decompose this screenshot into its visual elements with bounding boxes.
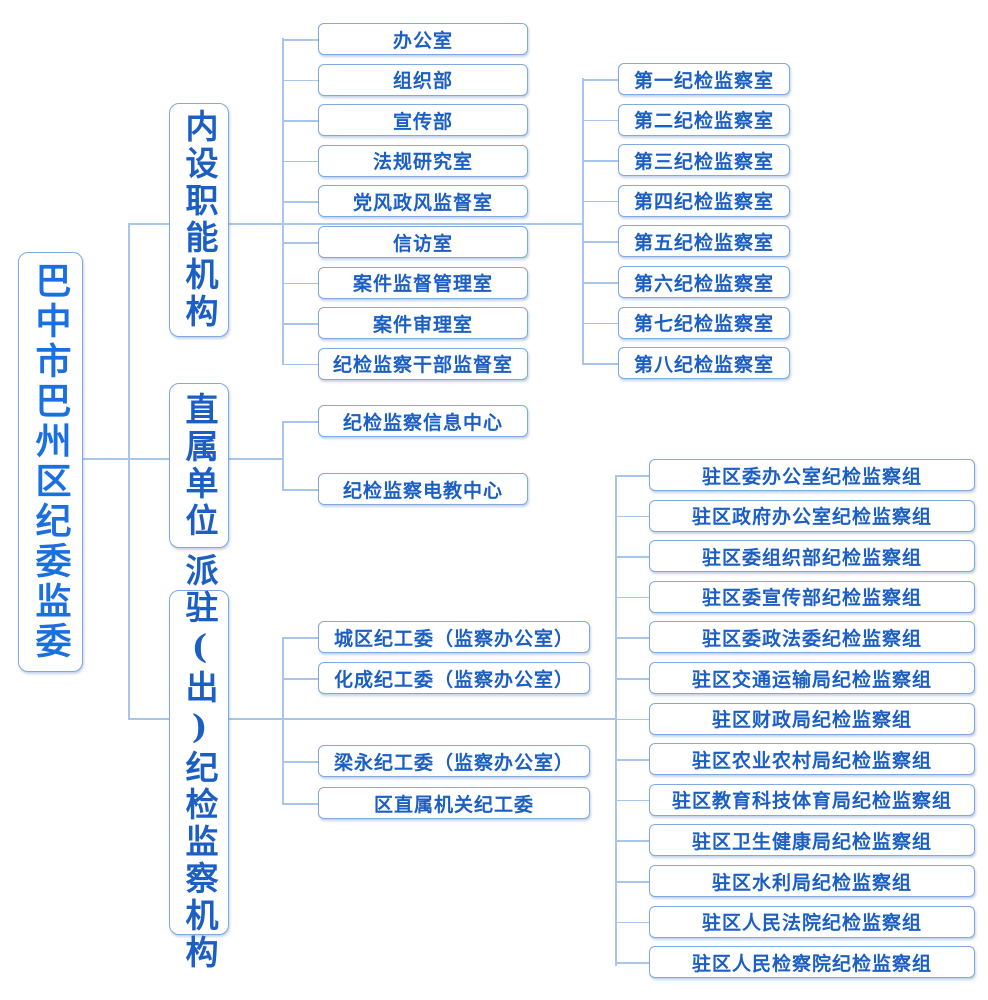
connector-line: [582, 119, 618, 122]
stationed-group-node: 驻区委政法委纪检监察组: [649, 621, 975, 654]
branch-internal: 内设职能机构: [169, 103, 229, 337]
inspection-office-node: 第四纪检监察室: [618, 184, 790, 217]
dept-node: 纪检监察干部监督室: [318, 347, 528, 380]
connector-line: [128, 223, 169, 225]
stationed-group-node: 驻区财政局纪检监察组: [649, 702, 975, 735]
connector-line: [582, 200, 618, 203]
connector-line: [615, 596, 649, 599]
branch-direct: 直属单位: [169, 383, 229, 548]
connector-line: [582, 241, 618, 243]
inspection-office-node: 第八纪检监察室: [618, 347, 790, 380]
connector-line: [282, 637, 318, 639]
stationed-group-node: 驻区委办公室纪检监察组: [649, 459, 975, 491]
stationed-group-node: 驻区农业农村局纪检监察组: [649, 743, 975, 776]
stationed-group-node: 驻区卫生健康局纪检监察组: [649, 824, 975, 857]
connector-line: [615, 799, 649, 802]
connector-line: [615, 556, 649, 558]
connector-line: [615, 637, 649, 639]
branch-dispatched: 派驻(出)纪检监察机构: [169, 553, 229, 972]
inspection-office-node: 第五纪检监察室: [618, 225, 790, 258]
inspection-office-node: 第一纪检监察室: [618, 63, 790, 95]
dept-node: 办公室: [318, 23, 528, 55]
stationed-group-node: 驻区水利局纪检监察组: [649, 865, 975, 897]
connector-line: [83, 458, 169, 460]
connector-line: [282, 282, 318, 285]
connector-line: [282, 323, 318, 325]
connector-line: [582, 322, 618, 325]
connector-line: [229, 458, 282, 460]
dept-node: 案件监督管理室: [318, 266, 528, 299]
stationed-group-node: 驻区委宣传部纪检监察组: [649, 580, 975, 613]
connector-line: [282, 242, 318, 244]
dept-node: 宣传部: [318, 104, 528, 137]
connector-line: [282, 201, 318, 203]
connector-line: [615, 840, 649, 842]
connector-line: [229, 223, 582, 225]
connector-line: [282, 120, 318, 122]
root-node: 巴中市巴州区纪委监委: [18, 252, 83, 672]
stationed-group-node: 驻区委组织部纪检监察组: [649, 540, 975, 573]
connector-line: [615, 881, 649, 883]
connector-line: [582, 282, 618, 284]
connector-line: [615, 759, 649, 761]
connector-line: [282, 637, 284, 804]
connector-line: [582, 160, 618, 162]
connector-line: [128, 718, 169, 720]
inspection-office-node: 第二纪检监察室: [618, 103, 790, 136]
connector-line: [282, 363, 318, 366]
connector-line: [282, 421, 318, 423]
connector-line: [282, 761, 318, 763]
dept-node: 组织部: [318, 63, 528, 96]
discipline-committee-node: 区直属机关纪工委: [318, 787, 590, 819]
connector-line: [128, 223, 130, 719]
connector-line: [615, 678, 649, 680]
stationed-group-node: 驻区人民法院纪检监察组: [649, 905, 975, 938]
connector-line: [282, 160, 318, 163]
direct-unit-node: 纪检监察信息中心: [318, 405, 528, 437]
dept-node: 法规研究室: [318, 144, 528, 177]
connector-line: [582, 78, 584, 364]
inspection-office-node: 第七纪检监察室: [618, 306, 790, 339]
connector-line: [282, 38, 284, 364]
stationed-group-node: 驻区交通运输局纪检监察组: [649, 662, 975, 694]
connector-line: [282, 79, 318, 82]
connector-line: [582, 363, 618, 365]
connector-line: [282, 803, 318, 805]
connector-line: [282, 678, 318, 680]
stationed-group-node: 驻区教育科技体育局纪检监察组: [649, 783, 975, 816]
connector-line: [282, 39, 318, 41]
dept-node: 案件审理室: [318, 307, 528, 340]
connector-line: [282, 421, 284, 490]
dept-node: 信访室: [318, 226, 528, 258]
stationed-group-node: 驻区政府办公室纪检监察组: [649, 499, 975, 532]
connector-line: [615, 962, 649, 964]
inspection-office-node: 第三纪检监察室: [618, 144, 790, 177]
connector-line: [282, 489, 318, 491]
stationed-group-node: 驻区人民检察院纪检监察组: [649, 946, 975, 979]
connector-line: [615, 921, 649, 924]
discipline-committee-node: 化成纪工委（监察办公室）: [318, 662, 590, 694]
connector-line: [582, 79, 618, 81]
discipline-committee-node: 梁永纪工委（监察办公室）: [318, 745, 590, 777]
connector-line: [615, 475, 649, 477]
dept-node: 党风政风监督室: [318, 185, 528, 218]
discipline-committee-node: 城区纪工委（监察办公室）: [318, 621, 590, 653]
direct-unit-node: 纪检监察电教中心: [318, 473, 528, 505]
connector-line: [615, 475, 617, 966]
connector-line: [615, 515, 649, 518]
inspection-office-node: 第六纪检监察室: [618, 266, 790, 298]
connector-line: [615, 718, 649, 721]
connector-line: [229, 718, 615, 720]
